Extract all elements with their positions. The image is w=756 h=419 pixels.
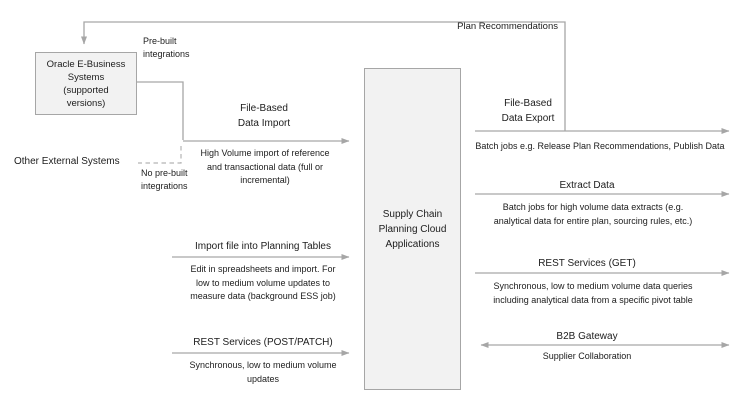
connector-plan-recommendations-feedback [80, 21, 566, 131]
flow-b2b-gateway-desc: Supplier Collaboration [542, 351, 632, 361]
flow-rest-get-desc: Synchronous, low to medium volume data q… [493, 281, 693, 305]
supply-chain-planning-cloud-label: Supply Chain Planning Cloud Applications [378, 208, 447, 250]
flow-file-based-data-export-title: File-Based Data Export [501, 98, 555, 124]
flow-import-planning-tables-desc: Edit in spreadsheets and import. For low… [190, 264, 336, 301]
flow-file-based-data-export-desc: Batch jobs e.g. Release Plan Recommendat… [475, 141, 725, 151]
flow-rest-post-patch-title: REST Services (POST/PATCH) [193, 337, 333, 348]
connector-oracle-prebuilt-elbow [137, 81, 184, 140]
label-other-external-systems: Other External Systems [14, 156, 120, 167]
label-pre-built-integrations: Pre-built integrations [143, 36, 190, 59]
connector-other-external-dashed [138, 146, 182, 164]
label-plan-recommendations: Plan Recommendations [457, 21, 558, 32]
flow-extract-data-desc: Batch jobs for high volume data extracts… [493, 202, 693, 226]
oracle-ebusiness-box: Oracle E-Business Systems (supported ver… [35, 52, 137, 115]
flow-b2b-gateway-title: B2B Gateway [556, 331, 618, 342]
flow-rest-get-title: REST Services (GET) [538, 258, 636, 269]
flow-extract-data-title: Extract Data [559, 180, 615, 191]
oracle-ebusiness-label: Oracle E-Business Systems (supported ver… [46, 58, 126, 109]
supply-chain-planning-cloud-box: Supply Chain Planning Cloud Applications [364, 68, 461, 390]
flow-rest-post-patch-desc: Synchronous, low to medium volume update… [189, 360, 337, 384]
flow-file-based-data-import-title: File-Based Data Import [237, 103, 291, 129]
flow-file-based-data-import-desc: High Volume import of reference and tran… [200, 148, 330, 185]
label-no-pre-built-integrations: No pre-built integrations [141, 168, 188, 191]
flow-import-planning-tables-title: Import file into Planning Tables [194, 241, 331, 252]
